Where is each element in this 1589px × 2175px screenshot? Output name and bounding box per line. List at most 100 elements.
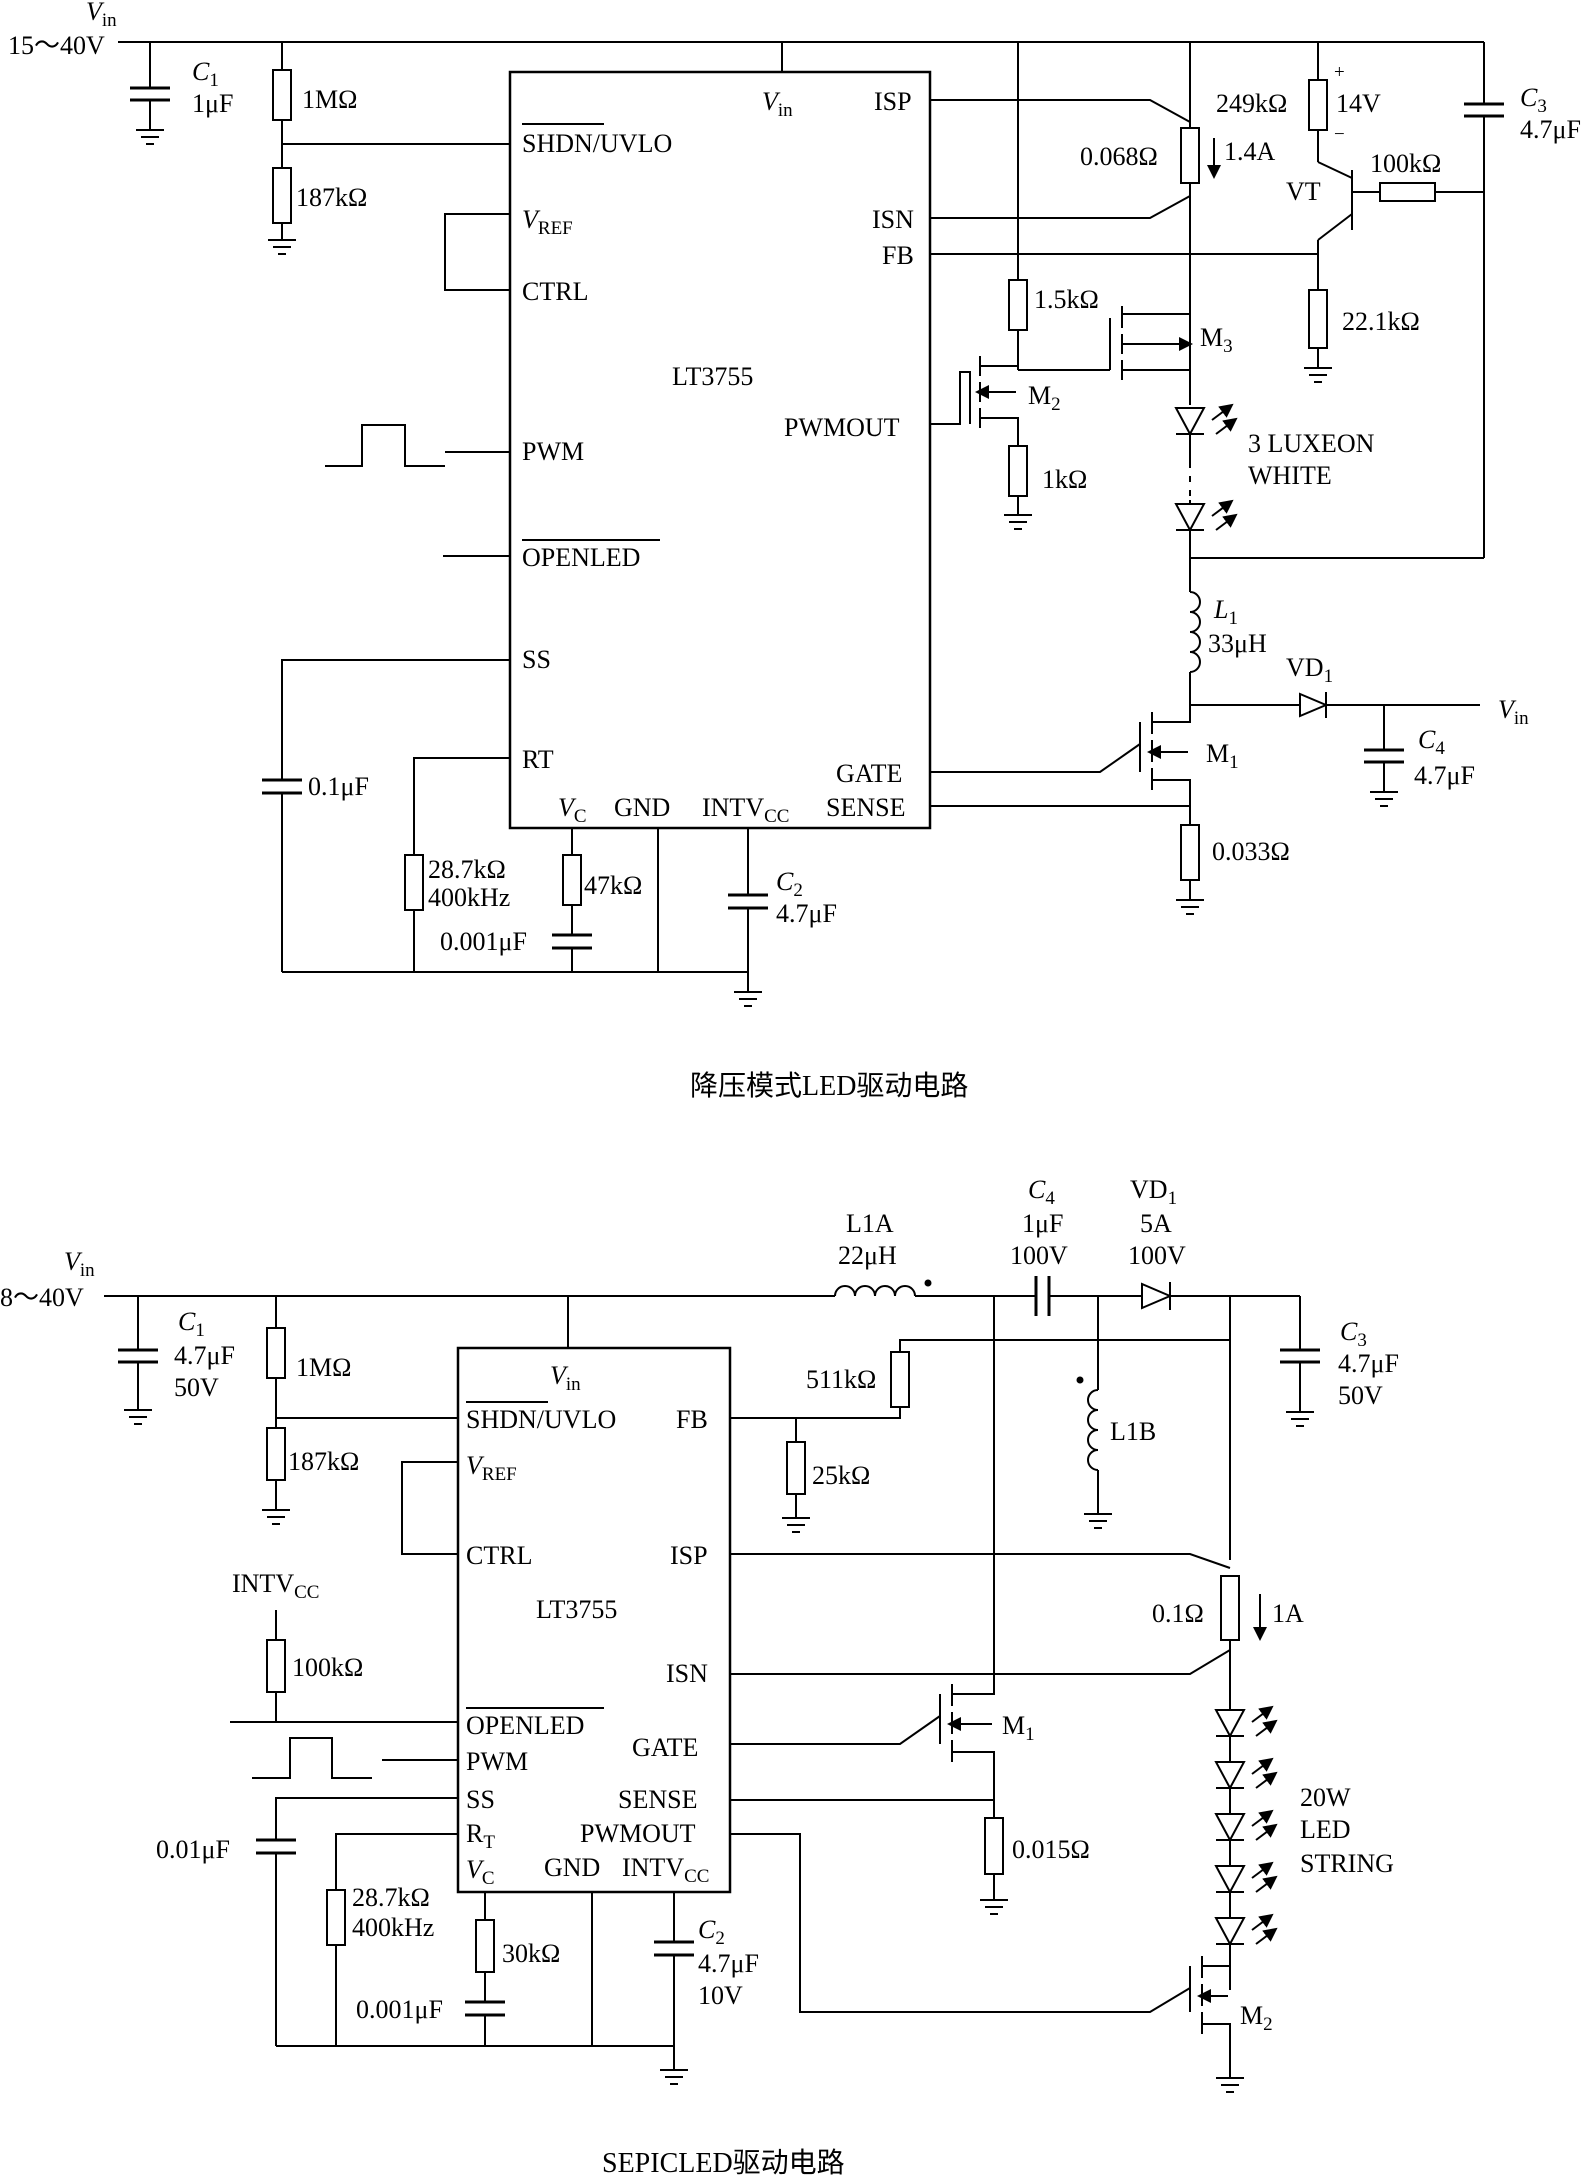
- inductor-l1a: L1A 22μH: [834, 1209, 1036, 1297]
- svg-text:SENSE: SENSE: [618, 1785, 697, 1814]
- svg-text:GATE: GATE: [632, 1733, 698, 1762]
- svg-text:0.01μF: 0.01μF: [156, 1835, 230, 1864]
- svg-text:INTVCC: INTVCC: [232, 1569, 319, 1603]
- svg-text:1μF: 1μF: [1022, 1209, 1063, 1238]
- overvoltage-protection: 249kΩ 14V + − VT 100kΩ 22.1kΩ: [930, 42, 1484, 383]
- svg-text:M1: M1: [1206, 739, 1239, 773]
- svg-text:GND: GND: [544, 1853, 600, 1882]
- led-current-sense: 0.068Ω 1.4A: [930, 42, 1276, 312]
- caption-buck: 降压模式LED驱动电路: [690, 1070, 968, 1102]
- svg-text:100kΩ: 100kΩ: [292, 1653, 363, 1682]
- svg-text:L1: L1: [1213, 595, 1238, 629]
- svg-text:PWM: PWM: [466, 1747, 528, 1776]
- svg-text:14V: 14V: [1336, 89, 1381, 118]
- mosfet-m2-bottom: M2: [730, 1833, 1273, 2093]
- svg-text:0.1Ω: 0.1Ω: [1152, 1599, 1204, 1628]
- svg-text:VT: VT: [1286, 177, 1321, 206]
- svg-text:VREF: VREF: [522, 205, 573, 239]
- svg-text:FB: FB: [676, 1405, 708, 1434]
- svg-text:PWMOUT: PWMOUT: [580, 1819, 696, 1848]
- svg-text:4.7μF: 4.7μF: [174, 1341, 235, 1370]
- resistor-divider-uvlo-bottom: 1MΩ 187kΩ: [262, 1296, 458, 1525]
- rt-resistor: 28.7kΩ 400kHz: [404, 757, 510, 972]
- resistor-divider-uvlo: 1MΩ 187kΩ: [268, 42, 510, 255]
- pwm-input-pulse: [325, 424, 510, 467]
- coupling-capacitor-c4: C4 1μF 100V: [1010, 1175, 1142, 1316]
- soft-start-capacitor: 0.1μF: [262, 659, 510, 972]
- svg-text:VC: VC: [558, 793, 587, 827]
- svg-text:VD1: VD1: [1286, 653, 1333, 687]
- svg-text:M2: M2: [1240, 2001, 1273, 2035]
- svg-text:4.7μF: 4.7μF: [776, 899, 837, 928]
- vin-range: 15～40V: [8, 31, 105, 60]
- svg-text:C3: C3: [1520, 83, 1547, 117]
- pwm-dimming-switches: 1.5kΩ M3 M2 1kΩ: [930, 42, 1233, 530]
- vin-label-bottom: Vin: [64, 1247, 95, 1281]
- svg-text:ISP: ISP: [670, 1541, 708, 1570]
- svg-text:SS: SS: [466, 1785, 495, 1814]
- svg-text:28.7kΩ: 28.7kΩ: [428, 855, 506, 884]
- svg-text:CTRL: CTRL: [466, 1541, 532, 1570]
- svg-text:47kΩ: 47kΩ: [584, 871, 642, 900]
- svg-text:GND: GND: [614, 793, 670, 822]
- svg-text:4.7μF: 4.7μF: [1338, 1349, 1399, 1378]
- vc-compensation-bottom: 30kΩ 0.001μF: [356, 1892, 560, 2046]
- svg-text:187kΩ: 187kΩ: [288, 1447, 359, 1476]
- capacitor-c1: C1 1μF: [130, 42, 233, 145]
- svg-text:ISP: ISP: [874, 87, 912, 116]
- svg-text:ISN: ISN: [666, 1659, 708, 1688]
- led-string-top: 3 LUXEON WHITE: [1174, 403, 1375, 592]
- svg-text:VC: VC: [466, 1855, 495, 1889]
- svg-text:WHITE: WHITE: [1248, 461, 1332, 490]
- svg-text:PWMOUT: PWMOUT: [784, 413, 900, 442]
- svg-text:30kΩ: 30kΩ: [502, 1939, 560, 1968]
- svg-text:4.7μF: 4.7μF: [1414, 761, 1475, 790]
- svg-text:STRING: STRING: [1300, 1849, 1394, 1878]
- svg-text:249kΩ: 249kΩ: [1216, 89, 1287, 118]
- svg-text:1MΩ: 1MΩ: [302, 85, 357, 114]
- svg-text:PWM: PWM: [522, 437, 584, 466]
- svg-text:0.001μF: 0.001μF: [440, 927, 527, 956]
- feedback-divider: 511kΩ 25kΩ: [730, 1339, 1230, 1533]
- capacitor-c1-bottom: C1 4.7μF 50V: [118, 1296, 235, 1425]
- inductor-l1: L1 33μH: [1189, 591, 1267, 705]
- mosfet-m1-bottom: M1 0.015Ω: [730, 1684, 1090, 1915]
- svg-text:CTRL: CTRL: [522, 277, 588, 306]
- svg-text:M2: M2: [1028, 381, 1061, 415]
- svg-text:0.015Ω: 0.015Ω: [1012, 1835, 1090, 1864]
- svg-text:C2: C2: [698, 1915, 725, 1949]
- intvcc-capacitor-c2: C2 4.7μF: [728, 828, 837, 1007]
- openled-pullup: INTVCC 100kΩ: [230, 1569, 458, 1723]
- svg-text:SS: SS: [522, 645, 551, 674]
- svg-text:22μH: 22μH: [838, 1241, 897, 1270]
- vc-compensation: 47kΩ 0.001μF: [440, 828, 642, 972]
- svg-text:50V: 50V: [1338, 1381, 1383, 1410]
- svg-text:8～40V: 8～40V: [0, 1283, 84, 1312]
- svg-text:1.5kΩ: 1.5kΩ: [1034, 285, 1099, 314]
- svg-text:C1: C1: [192, 57, 219, 91]
- svg-text:511kΩ: 511kΩ: [806, 1365, 876, 1394]
- led-string-bottom: 20W LED STRING: [1214, 1705, 1394, 1990]
- svg-text:50V: 50V: [174, 1373, 219, 1402]
- svg-text:GATE: GATE: [836, 759, 902, 788]
- svg-text:C3: C3: [1340, 1317, 1367, 1351]
- buck-led-driver-circuit: Vin 15～40V C1 1μF 1MΩ 187kΩ LT3755 Vin S…: [8, 0, 1581, 1102]
- svg-text:INTVCC: INTVCC: [622, 1853, 709, 1887]
- intvcc-capacitor-c2-bottom: C2 4.7μF 10V: [654, 1892, 759, 2085]
- svg-text:0.001μF: 0.001μF: [356, 1995, 443, 2024]
- svg-text:Vin: Vin: [1498, 695, 1529, 729]
- capacitor-c3: C3 4.7μF: [1190, 42, 1581, 559]
- inductor-l1b: L1B: [1076, 1296, 1156, 1529]
- mosfet-m1-top: M1 0.033Ω: [930, 705, 1290, 915]
- lt3755-ic-bottom: [456, 1346, 732, 1894]
- led-current-sense-bottom: 0.1Ω 1A: [730, 1553, 1304, 1710]
- svg-text:0.033Ω: 0.033Ω: [1212, 837, 1290, 866]
- svg-text:1μF: 1μF: [192, 89, 233, 118]
- svg-text:VREF: VREF: [466, 1451, 517, 1485]
- rt-resistor-bottom: 28.7kΩ 400kHz: [326, 1833, 458, 2046]
- svg-text:C2: C2: [776, 867, 803, 901]
- ic-name: LT3755: [672, 362, 753, 391]
- soft-start-capacitor-bottom: 0.01μF: [156, 1797, 458, 2046]
- svg-text:100kΩ: 100kΩ: [1370, 149, 1441, 178]
